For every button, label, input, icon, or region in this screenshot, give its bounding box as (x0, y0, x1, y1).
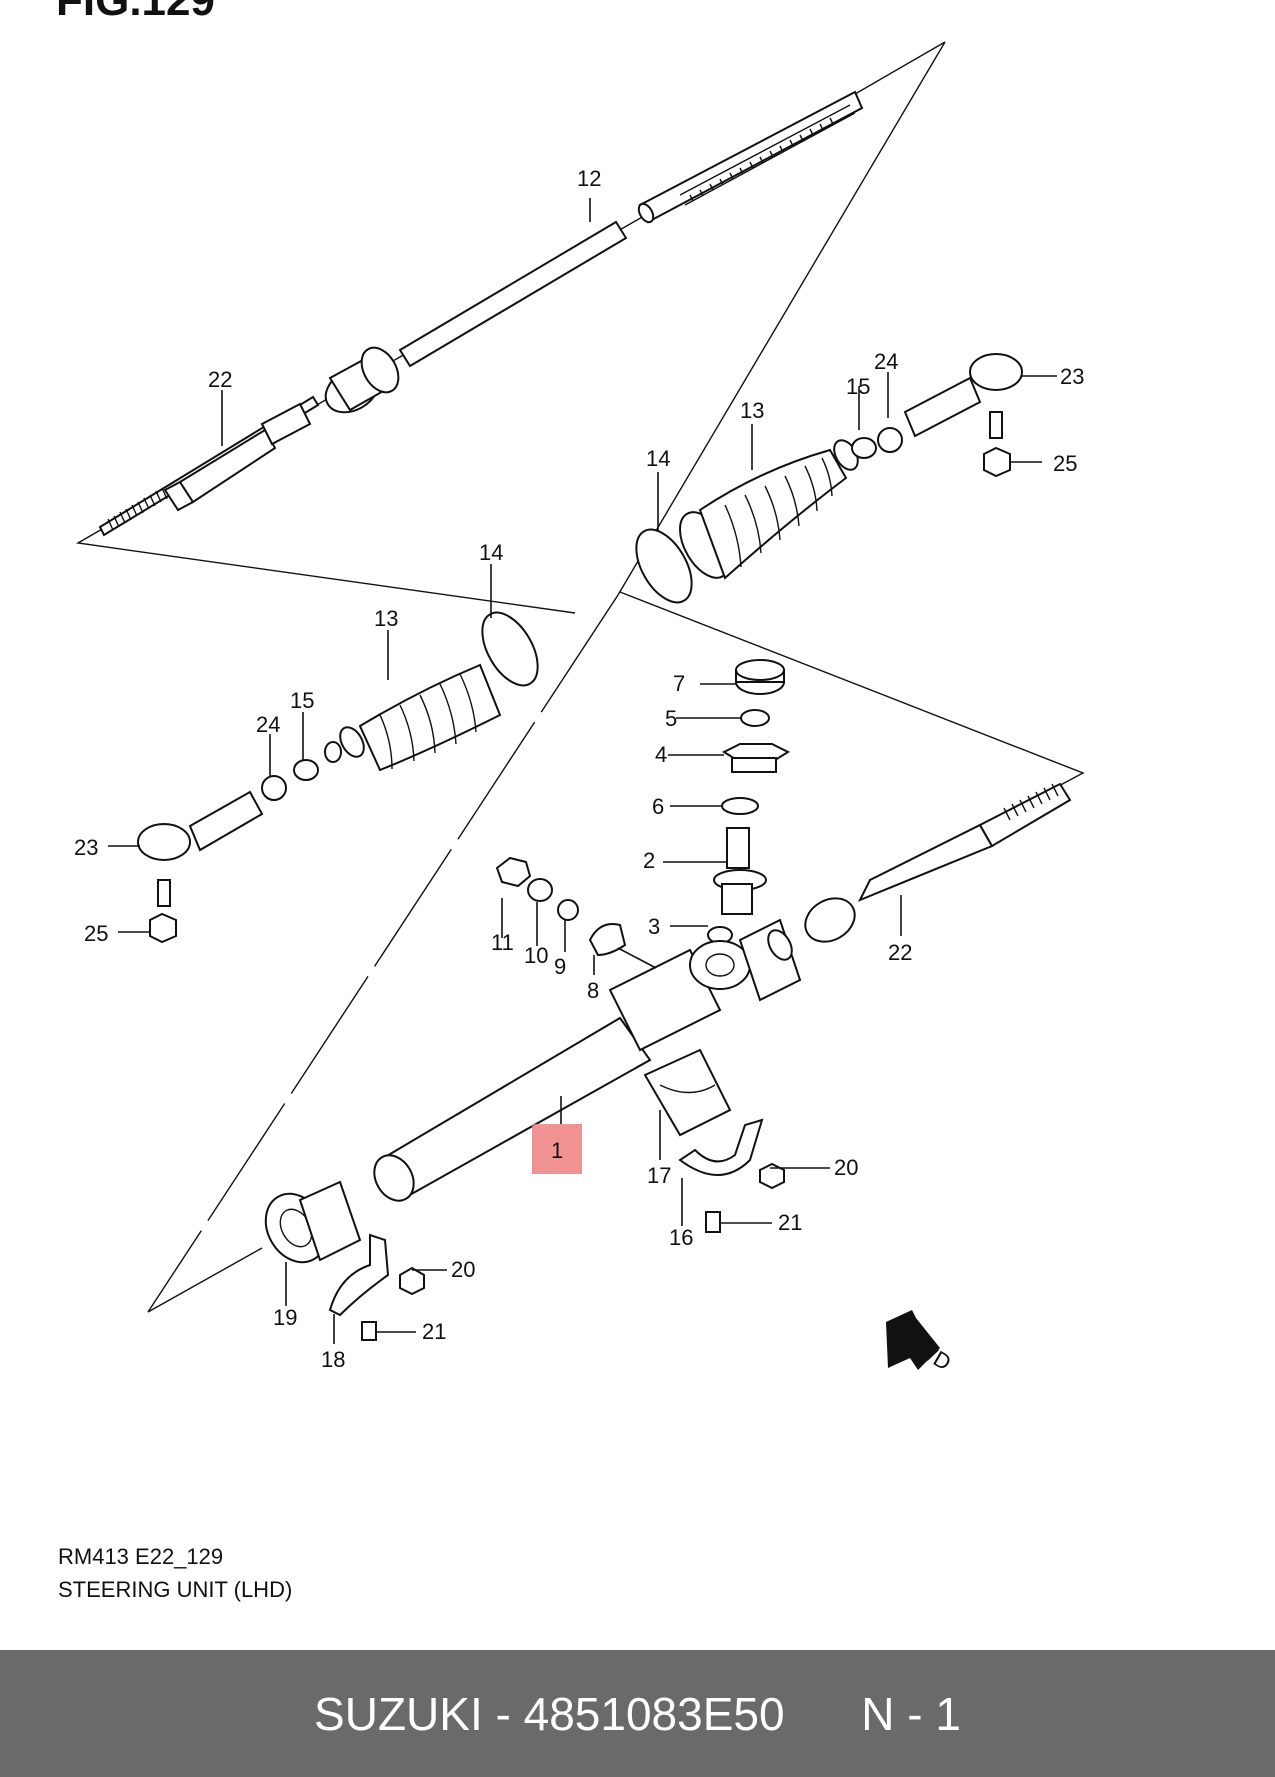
diagram-title: STEERING UNIT (LHD) (58, 1577, 293, 1602)
pinion-stack (707, 659, 791, 944)
callout-12: 12 (577, 166, 601, 191)
callout-6: 6 (652, 794, 664, 819)
callout-11: 11 (491, 930, 514, 955)
inner-tie-rod-lower (767, 782, 1072, 961)
callout-2: 2 (643, 848, 655, 873)
callout-7: 7 (673, 671, 685, 696)
callout-13-left: 13 (374, 606, 398, 631)
mount-bushing-right (643, 1048, 732, 1137)
callout-1: 1 (551, 1138, 563, 1163)
callout-17: 17 (647, 1163, 671, 1188)
callout-20-left: 20 (451, 1257, 475, 1282)
leader-lines (108, 198, 1057, 1344)
callout-24-right: 24 (874, 349, 898, 374)
footer-brand: SUZUKI (314, 1687, 483, 1740)
footer-part-number: 4851083E50 (523, 1687, 785, 1740)
callout-24-left: 24 (256, 712, 280, 737)
callout-15-left: 15 (290, 688, 314, 713)
steering-rack (398, 90, 864, 368)
fwd-arrow-icon: FWD (886, 1310, 955, 1375)
highlight-part-1 (532, 1124, 582, 1174)
figure-title: FIG.129 (56, 0, 215, 25)
gear-housing (373, 918, 802, 1202)
callout-3: 3 (648, 914, 660, 939)
callout-22-upper: 22 (208, 367, 232, 392)
callout-10: 10 (524, 943, 548, 968)
tie-rod-end-right (851, 353, 1023, 478)
callout-8: 8 (587, 978, 599, 1003)
callout-labels: 1 2 3 4 5 6 7 8 9 10 11 12 13 13 14 14 1… (74, 166, 1084, 1372)
tie-rod-end-left (137, 759, 319, 944)
callout-18: 18 (321, 1347, 345, 1372)
callout-16: 16 (669, 1225, 693, 1250)
callout-25-left: 25 (84, 921, 108, 946)
callout-23-right: 23 (1060, 364, 1084, 389)
callout-14-left: 14 (479, 540, 503, 565)
callout-9: 9 (554, 954, 566, 979)
steering-unit-diagram: FWD (74, 41, 1085, 1375)
callout-25-right: 25 (1053, 451, 1077, 476)
mount-bracket-left (328, 1233, 425, 1341)
callout-15-right: 15 (846, 374, 870, 399)
callout-14-right: 14 (646, 446, 670, 471)
footer-position: N - 1 (861, 1687, 961, 1740)
callout-21-left: 21 (422, 1319, 446, 1344)
footer-gap (785, 1687, 862, 1741)
callout-21-right: 21 (778, 1210, 802, 1235)
mount-bushing-left (264, 1180, 362, 1264)
footer-separator: - (482, 1687, 524, 1740)
guide-lines (75, 41, 1085, 1313)
diagram-code: RM413 E22_129 (58, 1544, 224, 1569)
callout-5: 5 (665, 706, 677, 731)
boot-right (635, 439, 859, 604)
callout-13-right: 13 (740, 398, 764, 423)
rack-guide-parts (495, 856, 627, 957)
inner-tie-rod-upper (98, 346, 400, 537)
callout-22-lower: 22 (888, 940, 912, 965)
boot-left (324, 611, 539, 772)
callout-4: 4 (655, 742, 667, 767)
mount-bracket-right (678, 1118, 785, 1233)
callout-20-right: 20 (834, 1155, 858, 1180)
callout-19: 19 (273, 1305, 297, 1330)
callout-23-left: 23 (74, 835, 98, 860)
footer-bar: SUZUKI - 4851083E50 N - 1 (0, 1650, 1275, 1777)
